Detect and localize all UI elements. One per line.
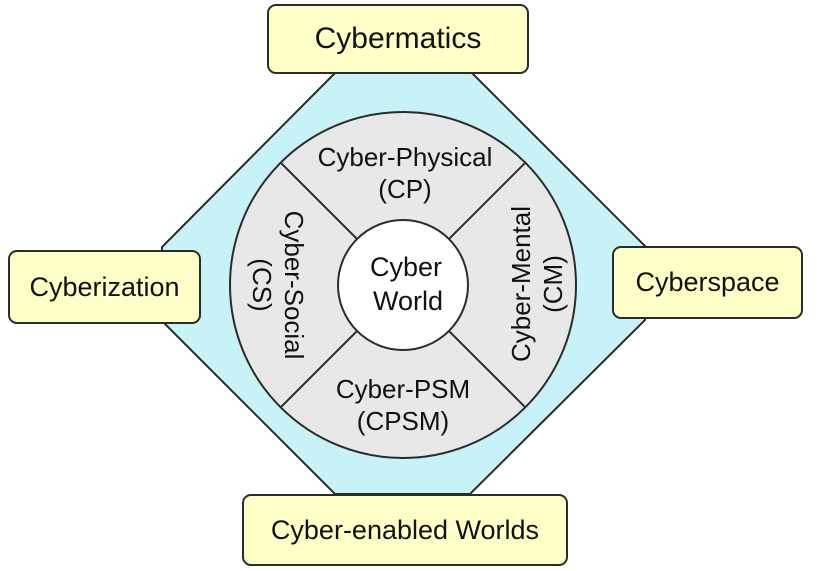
divider-line-bottom-left [279,326,362,409]
cyber-enabled-worlds-label: Cyber-enabled Worlds [270,514,540,545]
sector-bottom-label-line2: (CPSM) [357,406,449,436]
sector-bottom-label-line1: Cyber-PSM [336,374,470,404]
cybermatics-label: Cybermatics [314,22,482,55]
center-label-line2: World [373,286,443,316]
cyberization-label: Cyberization [29,271,180,302]
cyberspace-box: Cyberspace [612,246,803,319]
cyberization-box: Cyberization [8,250,201,324]
divider-line-top-right [444,161,527,244]
cyber-enabled-worlds-box: Cyber-enabled Worlds [242,494,568,566]
center-circle [337,219,469,351]
sector-left-label-line2: (CS) [247,258,277,311]
cybermatics-box: Cybermatics [267,4,529,74]
divider-line-bottom-right [444,326,527,409]
sector-right-label-line1: Cyber-Mental [506,206,536,362]
sector-right-label-line2: (CM) [538,255,568,313]
divider-line-top-left [279,161,362,244]
sector-top-label-line2: (CP) [378,174,431,204]
center-label-line1: Cyber [370,252,442,282]
sector-left-label-line1: Cyber-Social [279,211,309,360]
sector-top-label-line1: Cyber-Physical [318,142,493,172]
cyberspace-label: Cyberspace [635,267,780,297]
